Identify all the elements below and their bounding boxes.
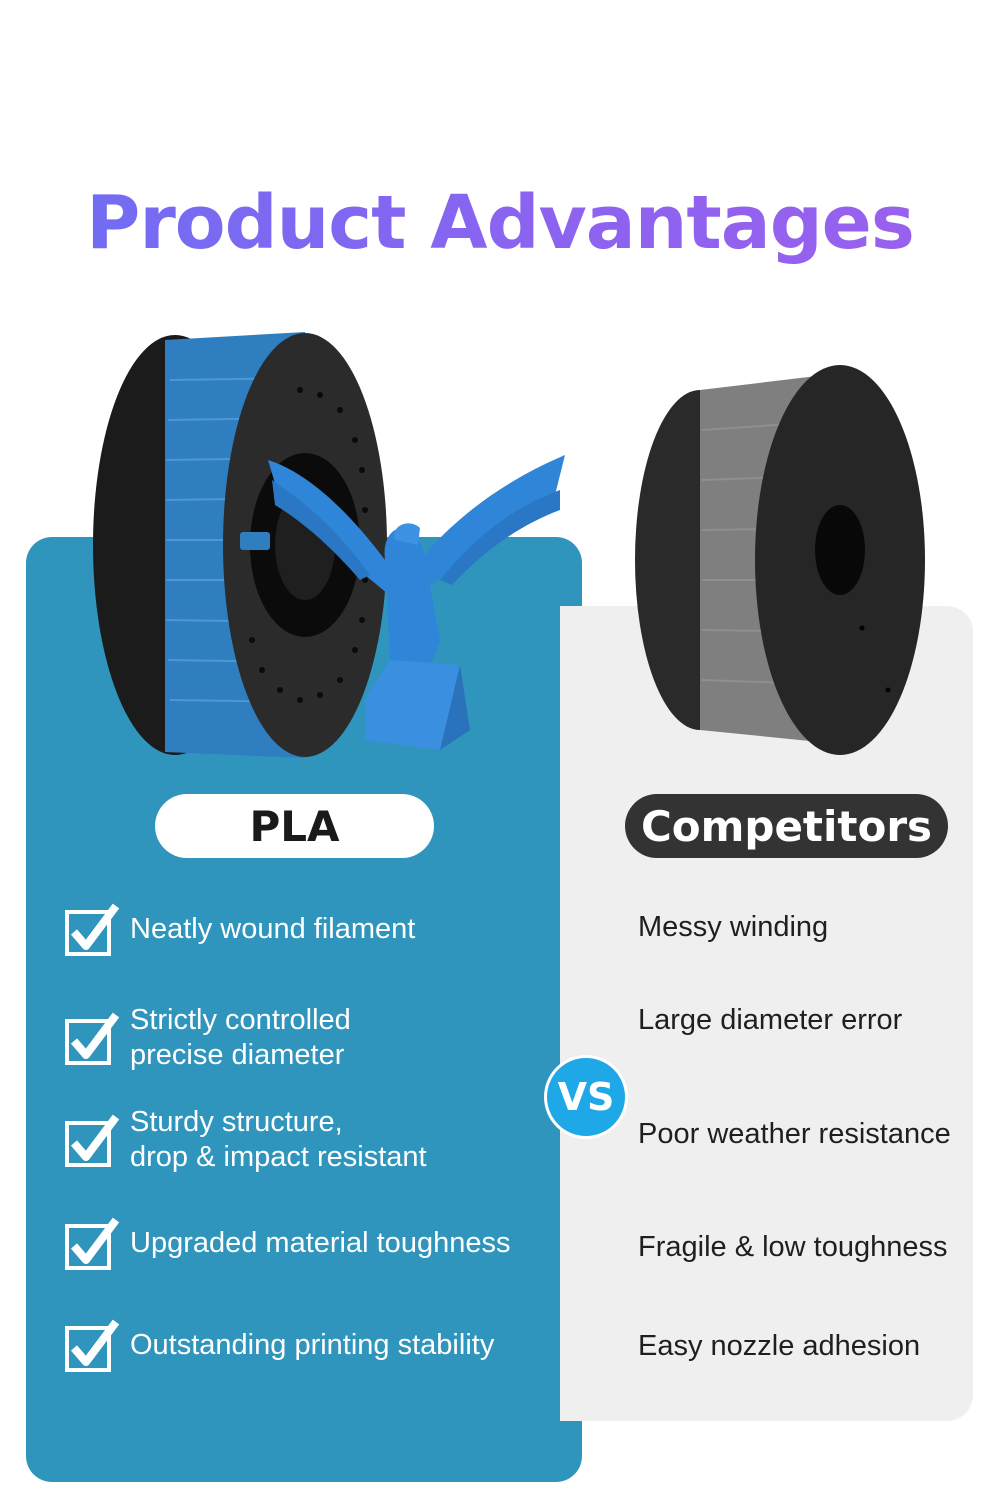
advantage-text: Outstanding printing stability xyxy=(130,1328,495,1361)
drawback-item: Large diameter error xyxy=(638,1004,903,1036)
advantage-text: Upgraded material toughness xyxy=(130,1226,511,1259)
drawback-item: Poor weather resistance xyxy=(638,1118,951,1150)
competitor-spool-image xyxy=(635,365,925,755)
checkbox-check-icon xyxy=(65,1319,120,1372)
advantage-text: Sturdy structure, xyxy=(130,1106,343,1138)
pla-label: PLA xyxy=(155,794,434,858)
pla-spool-image xyxy=(93,332,387,758)
advantage-text: precise diameter xyxy=(130,1039,345,1071)
competitors-panel xyxy=(560,606,973,1421)
advantage-item: Strictly controlled precise diameter xyxy=(62,1003,572,1073)
advantage-text: Neatly wound filament xyxy=(130,912,416,945)
eagle-figure-image xyxy=(268,455,565,750)
checkbox-check-icon xyxy=(65,1012,120,1065)
checkbox-check-icon xyxy=(65,1114,120,1167)
drawback-item: Fragile & low toughness xyxy=(638,1231,948,1263)
drawback-item: Easy nozzle adhesion xyxy=(638,1330,921,1362)
advantage-item: Upgraded material toughness xyxy=(62,1214,572,1272)
advantage-item: Neatly wound filament xyxy=(62,900,572,958)
advantage-text: drop & impact resistant xyxy=(130,1141,427,1173)
drawback-item: Messy winding xyxy=(638,911,829,943)
vs-badge: VS xyxy=(544,1055,628,1139)
checkbox-check-icon xyxy=(65,903,120,956)
page-title: Product Advantages xyxy=(0,180,1000,266)
advantage-item: Outstanding printing stability xyxy=(62,1316,572,1374)
competitors-label: Competitors xyxy=(625,794,948,858)
advantage-text: Strictly controlled xyxy=(130,1004,351,1036)
product-images xyxy=(93,332,925,758)
advantage-item: Sturdy structure, drop & impact resistan… xyxy=(62,1105,572,1175)
checkbox-check-icon xyxy=(65,1217,120,1270)
